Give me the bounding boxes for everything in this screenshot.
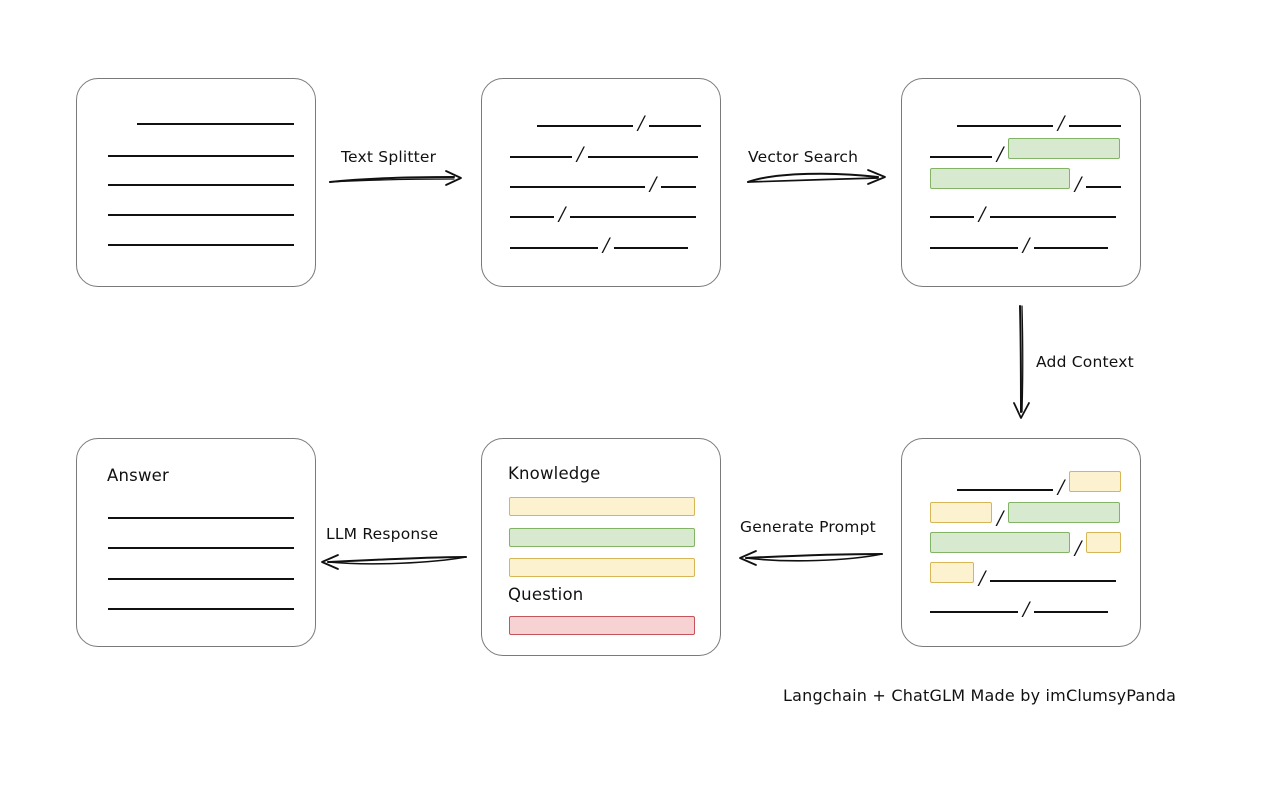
chunk-row: / (510, 204, 697, 224)
document-line (108, 184, 294, 186)
document-line (108, 155, 294, 157)
chunk-segment (957, 489, 1053, 491)
chunk-separator: / (979, 202, 986, 225)
question-label: Question (508, 585, 584, 604)
chunk-separator: / (979, 566, 986, 589)
retrieved-chunk-highlight (930, 531, 1070, 553)
chunk-separator: / (650, 172, 657, 195)
chunk-separator: / (603, 233, 610, 256)
document-line (108, 214, 294, 216)
chunk-segment (614, 247, 689, 249)
arrow-label-llm-response: LLM Response (326, 525, 439, 543)
chunk-row: / (930, 531, 1122, 558)
arrow-generate-prompt (739, 550, 883, 566)
context-chunk-highlight (1086, 531, 1122, 553)
chunk-segment (930, 216, 974, 218)
chunk-segment (1034, 247, 1109, 249)
vector-matched-document-box: / / / / / (901, 78, 1141, 287)
chunk-row: / (510, 144, 699, 164)
arrow-label-generate-prompt: Generate Prompt (740, 518, 876, 536)
chunk-row: / (930, 137, 1121, 164)
answer-line (108, 517, 294, 519)
chunk-segment (990, 216, 1117, 218)
arrow-label-text-splitter: Text Splitter (341, 148, 437, 166)
chunk-segment (1034, 611, 1109, 613)
chunk-segment (510, 186, 645, 188)
chunk-segment (957, 125, 1053, 127)
vector-matched-lines: / / / / / (902, 79, 1140, 286)
retrieved-chunk-highlight (1008, 501, 1121, 523)
chunk-row: / (930, 204, 1117, 224)
answer-box: Answer (76, 438, 316, 647)
chunk-segment (1069, 125, 1122, 127)
chunk-row: / (930, 599, 1109, 619)
chunk-separator: / (1058, 111, 1065, 134)
retrieved-chunk-highlight (1008, 137, 1121, 159)
arrow-vector-search (747, 169, 886, 185)
arrow-add-context (1013, 305, 1030, 419)
document-line (108, 244, 294, 246)
chunk-row: / (930, 235, 1109, 255)
prompt-box: Knowledge Question (481, 438, 721, 656)
context-chunk-highlight (930, 561, 974, 583)
retrieved-chunk-highlight (930, 167, 1070, 189)
chunk-segment (510, 247, 598, 249)
chunk-separator: / (1058, 475, 1065, 498)
answer-label: Answer (107, 466, 169, 485)
split-document-lines: / / / / / (482, 79, 720, 286)
question-bar (509, 616, 695, 635)
chunk-segment (930, 247, 1018, 249)
chunk-segment (537, 125, 633, 127)
chunk-separator: / (997, 506, 1004, 529)
chunk-separator: / (997, 142, 1004, 165)
chunk-separator: / (1023, 233, 1030, 256)
chunk-separator: / (638, 111, 645, 134)
chunk-segment (661, 186, 697, 188)
knowledge-label: Knowledge (508, 464, 601, 483)
knowledge-bar (509, 528, 695, 547)
chunk-separator: / (559, 202, 566, 225)
chunk-separator: / (1023, 597, 1030, 620)
chunk-segment (510, 216, 554, 218)
answer-contents: Answer (77, 439, 315, 646)
context-document-lines: / / / / / (902, 439, 1140, 646)
footer-credit: Langchain + ChatGLM Made by imClumsyPand… (783, 686, 1177, 705)
chunk-separator: / (1075, 172, 1082, 195)
knowledge-bar (509, 497, 695, 516)
arrow-label-add-context: Add Context (1036, 353, 1134, 371)
context-chunk-highlight (930, 501, 992, 523)
arrow-label-vector-search: Vector Search (748, 148, 859, 166)
chunk-row: / (930, 501, 1121, 528)
chunk-separator: / (1075, 536, 1082, 559)
chunk-row: / (957, 470, 1122, 497)
chunk-row: / (930, 167, 1122, 194)
chunk-segment (570, 216, 697, 218)
chunk-segment (649, 125, 702, 127)
chunk-row: / (510, 174, 697, 194)
split-document-box: / / / / / (481, 78, 721, 287)
chunk-separator: / (577, 142, 584, 165)
arrow-llm-response (321, 554, 467, 570)
answer-line (108, 608, 294, 610)
document-line (137, 123, 294, 125)
chunk-segment (1086, 186, 1122, 188)
chunk-row: / (510, 235, 689, 255)
source-document-box (76, 78, 316, 287)
chunk-segment (510, 156, 572, 158)
chunk-row: / (930, 561, 1117, 588)
context-chunk-highlight (1069, 470, 1122, 492)
source-document-lines (77, 79, 315, 286)
chunk-segment (588, 156, 699, 158)
chunk-segment (990, 580, 1117, 582)
answer-line (108, 547, 294, 549)
chunk-row: / (537, 113, 702, 133)
chunk-segment (930, 156, 992, 158)
arrow-text-splitter (328, 170, 462, 186)
prompt-contents: Knowledge Question (482, 439, 720, 655)
chunk-row: / (957, 113, 1122, 133)
context-document-box: / / / / / (901, 438, 1141, 647)
chunk-segment (930, 611, 1018, 613)
answer-line (108, 578, 294, 580)
knowledge-bar (509, 558, 695, 577)
